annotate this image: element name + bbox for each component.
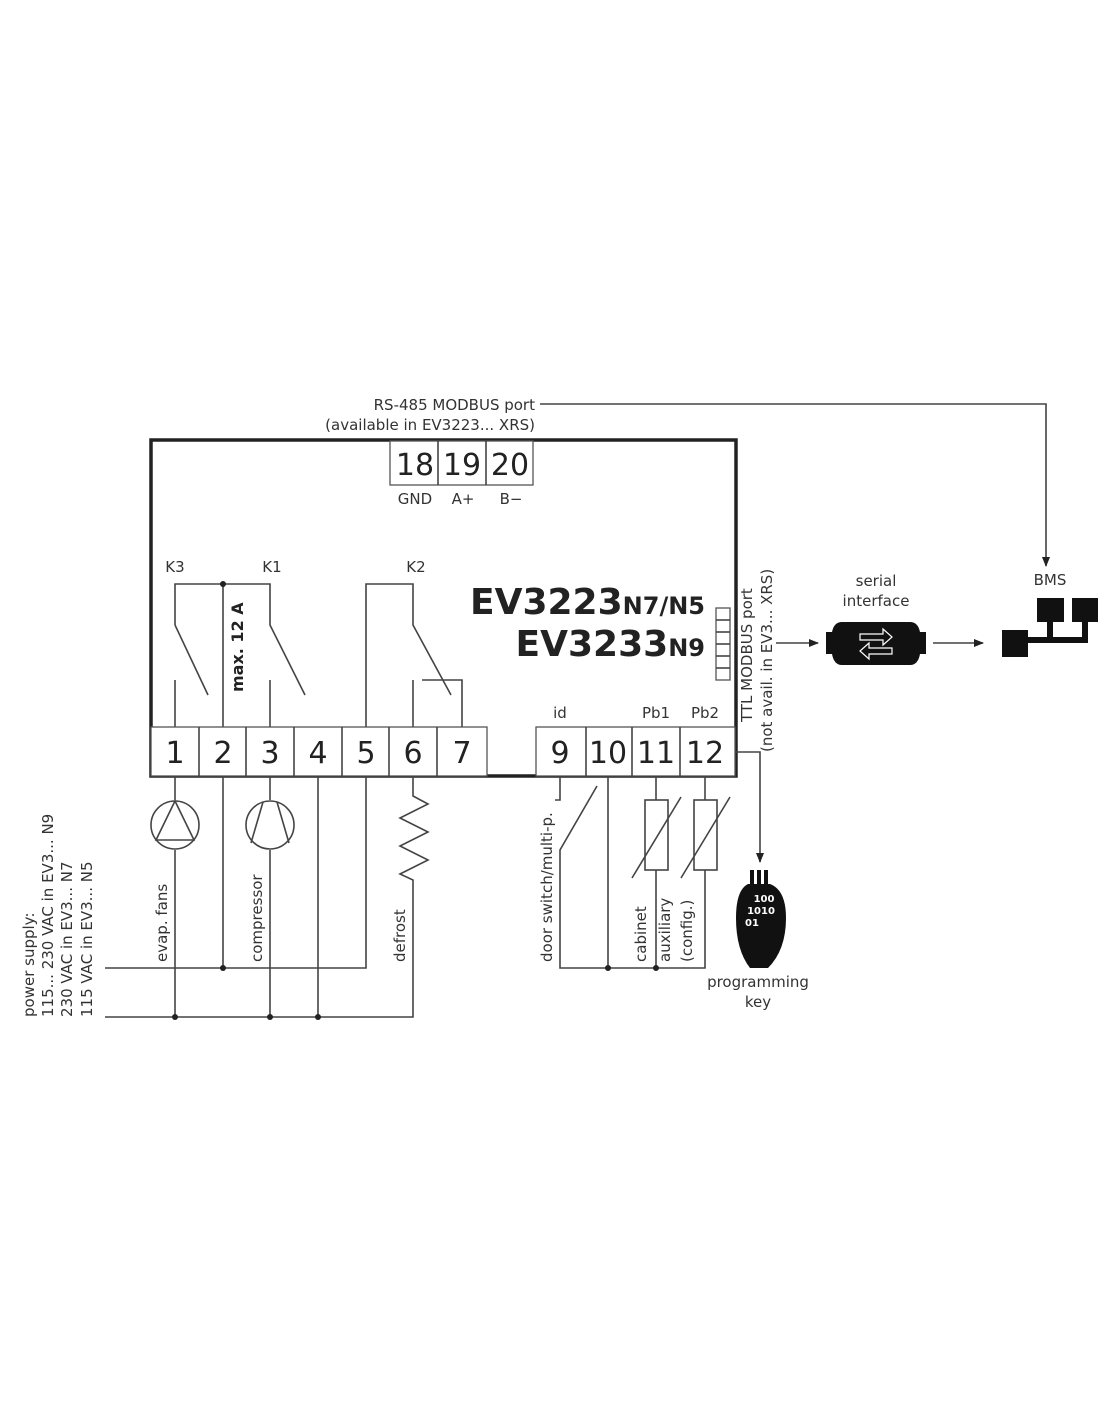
terminal-11: 11	[637, 736, 675, 771]
terminal-3: 3	[260, 736, 279, 771]
rs485-note: (available in EV3223... XRS)	[325, 416, 535, 434]
svg-text:230 VAC in EV3... N7: 230 VAC in EV3... N7	[58, 861, 76, 1017]
pb2-label: Pb2	[691, 704, 719, 722]
svg-text:115... 230 VAC in EV3... N9: 115... 230 VAC in EV3... N9	[39, 814, 57, 1017]
rs485-label: RS-485 MODBUS port	[374, 396, 535, 414]
svg-text:01: 01	[745, 918, 759, 929]
svg-text:100: 100	[754, 894, 775, 905]
ttl-port-note: (not avail. in EV3... XRS)	[758, 569, 776, 752]
svg-text:115 VAC in EV3... N5: 115 VAC in EV3... N5	[78, 861, 96, 1017]
programming-key-icon: 100 1010 01	[736, 870, 786, 968]
terminal-6: 6	[403, 736, 422, 771]
evap-fans-label: evap. fans	[153, 884, 171, 962]
id-label: id	[553, 704, 567, 722]
terminal-19: 19	[443, 448, 481, 483]
programming-key-label: programming	[707, 973, 809, 991]
defrost-label: defrost	[391, 909, 409, 962]
auxiliary-label: auxiliary	[656, 898, 674, 962]
ttl-port-connector	[715, 607, 731, 681]
svg-text:power supply:: power supply:	[20, 912, 38, 1017]
model-title-1: EV3223N7/N5	[470, 582, 705, 623]
terminal-9: 9	[550, 736, 569, 771]
fan-icon	[150, 799, 200, 850]
serial-interface-label: serial	[856, 572, 897, 590]
terminal-1: 1	[165, 736, 184, 771]
rs485-terminal-block: 18 19 20 GND A+ B−	[389, 440, 534, 508]
serial-interface-label-2: interface	[843, 592, 910, 610]
model-title-2: EV3233N9	[516, 624, 705, 665]
cabinet-label: cabinet	[632, 906, 650, 962]
load-wiring	[105, 776, 430, 1020]
power-supply-label: power supply: 115... 230 VAC in EV3... N…	[20, 814, 96, 1017]
b-minus-label: B−	[500, 490, 523, 508]
programming-key-label-2: key	[745, 993, 771, 1011]
bms-label: BMS	[1034, 571, 1067, 589]
config-label: (config.)	[678, 900, 696, 962]
a-plus-label: A+	[452, 490, 475, 508]
relay-contacts	[174, 581, 463, 727]
rs485-wire	[540, 403, 1050, 567]
auxiliary-probe-icon	[680, 796, 731, 879]
terminal-2: 2	[213, 736, 232, 771]
terminal-7: 7	[452, 736, 471, 771]
input-wiring	[555, 776, 706, 971]
max-current-label: max. 12 A	[228, 602, 247, 692]
terminal-20: 20	[491, 448, 529, 483]
relay-k3-label: K3	[165, 558, 184, 576]
terminal-4: 4	[308, 736, 327, 771]
input-terminal-block: 9 10 11 12	[535, 726, 736, 777]
gnd-label: GND	[398, 490, 432, 508]
output-terminal-block: 1 2 3 4 5 6 7	[150, 726, 488, 777]
compressor-icon	[245, 800, 295, 850]
pb1-label: Pb1	[642, 704, 670, 722]
cabinet-probe-icon	[631, 796, 682, 879]
compressor-label: compressor	[248, 874, 266, 962]
terminal-5: 5	[356, 736, 375, 771]
relay-k1-label: K1	[262, 558, 281, 576]
key-wire	[736, 751, 764, 863]
bms-network-icon	[1002, 598, 1098, 657]
door-switch-label: door switch/multi-p.	[538, 812, 556, 962]
serial-interface-icon	[826, 622, 926, 665]
terminal-10: 10	[589, 736, 627, 771]
svg-text:1010: 1010	[747, 906, 775, 917]
ttl-port-label: TTL MODBUS port	[738, 588, 756, 723]
terminal-12: 12	[686, 736, 724, 771]
relay-k2-label: K2	[406, 558, 425, 576]
terminal-18: 18	[396, 448, 434, 483]
